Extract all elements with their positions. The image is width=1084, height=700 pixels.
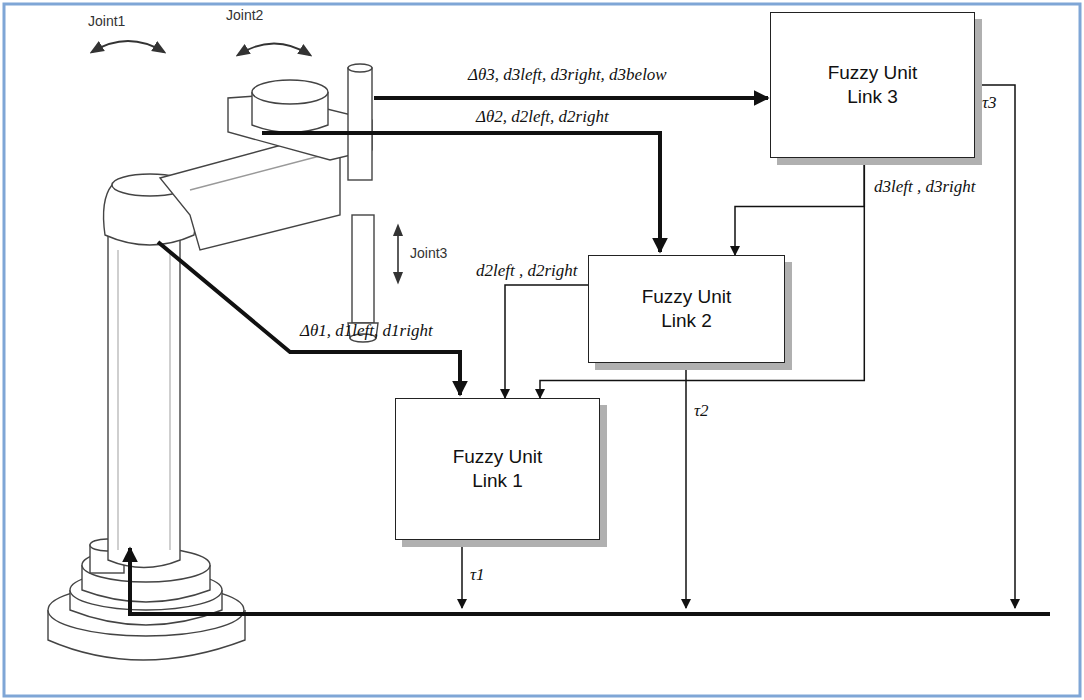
edge-label: d3left , d3right: [874, 178, 976, 197]
box-title: Fuzzy Unit Link 3: [810, 61, 935, 109]
torque-label: τ2: [694, 402, 709, 421]
connector: [540, 158, 864, 398]
box-title: Fuzzy Unit Link 1: [435, 445, 560, 493]
connector: [735, 158, 864, 255]
signal-label: Δθ3, d3left, d3right, d3below: [468, 66, 667, 85]
joint-label: Joint3: [410, 246, 447, 261]
signal-label: Δθ2, d2left, d2right: [476, 108, 609, 127]
scara-robot: [48, 64, 378, 660]
joint-label: Joint1: [88, 14, 125, 29]
joint2-rotation: [238, 44, 310, 56]
box-title: Fuzzy Unit Link 2: [624, 285, 749, 333]
joint3-translation: [397, 226, 399, 282]
torque-label: τ1: [470, 566, 485, 585]
signal-label: Δθ1, d1left, d1right: [300, 322, 433, 341]
fuzzy-unit-box: Fuzzy Unit Link 1: [395, 398, 600, 540]
connector: [505, 285, 588, 398]
torque-feedback-bus: [130, 548, 1050, 614]
joint1-rotation: [92, 41, 164, 52]
fuzzy-unit-box: Fuzzy Unit Link 3: [770, 12, 975, 158]
joint-label: Joint2: [226, 8, 263, 23]
frame: [4, 4, 1080, 696]
fuzzy-unit-box: Fuzzy Unit Link 2: [588, 255, 785, 363]
torque-label: τ3: [982, 94, 997, 113]
edge-label: d2left , d2right: [476, 262, 578, 281]
